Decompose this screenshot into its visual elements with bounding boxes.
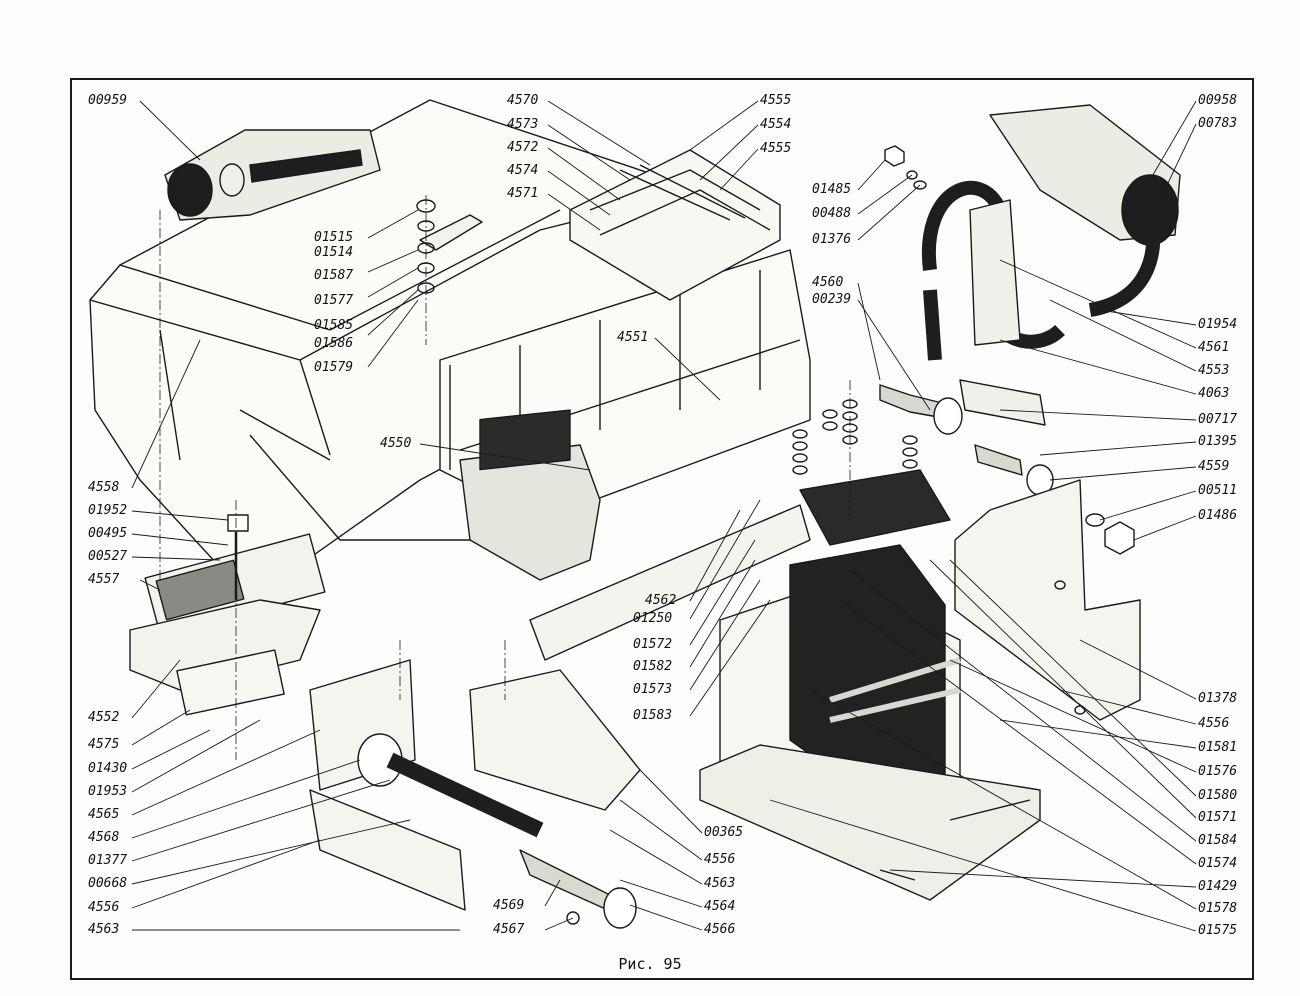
part-label-4570: 4570 — [507, 93, 539, 108]
part-label-4063: 4063 — [1198, 386, 1230, 401]
battery-cell-small — [459, 444, 601, 581]
part-label-01250: 01250 — [633, 611, 673, 626]
part-label-01486: 01486 — [1198, 508, 1238, 523]
part-label-4560: 4560 — [812, 275, 844, 290]
part-label-01583: 01583 — [633, 708, 673, 723]
part-label-4569: 4569 — [493, 898, 525, 913]
part-label-00668: 00668 — [88, 876, 128, 891]
bolt-01952 — [227, 514, 249, 532]
lower-tray — [529, 504, 811, 661]
part-label-4558: 4558 — [88, 480, 120, 495]
nut-01485 — [884, 145, 905, 167]
part-label-4552: 4552 — [88, 710, 120, 725]
terminal-bar — [799, 469, 951, 546]
part-label-00527: 00527 — [88, 549, 128, 564]
part-label-00958: 00958 — [1198, 93, 1238, 108]
part-label-4573: 4573 — [507, 117, 539, 132]
part-label-01378: 01378 — [1198, 691, 1238, 706]
bolt-01395 — [974, 444, 1023, 476]
part-label-00239: 00239 — [812, 292, 852, 307]
lever-plate-4556 — [469, 669, 641, 811]
part-label-4556-bottom: 4556 — [704, 852, 736, 867]
part-label-00365: 00365 — [704, 825, 744, 840]
part-label-01377: 01377 — [88, 853, 128, 868]
part-label-4550: 4550 — [380, 436, 412, 451]
cable-bend-upper — [921, 180, 1007, 271]
part-label-4555-b: 4555 — [760, 141, 792, 156]
lug-4063 — [959, 379, 1046, 426]
part-label-00495: 00495 — [88, 526, 128, 541]
plate-4575 — [176, 649, 285, 716]
part-label-4568: 4568 — [88, 830, 120, 845]
part-label-00717: 00717 — [1198, 412, 1238, 427]
part-label-01571: 01571 — [1198, 810, 1238, 825]
base-block-4552 — [129, 599, 321, 691]
part-label-4557: 4557 — [88, 572, 120, 587]
part-label-01574: 01574 — [1198, 856, 1238, 871]
bracket-01587 — [419, 214, 483, 251]
cable-bend-right — [1088, 208, 1161, 317]
part-label-01586: 01586 — [314, 336, 354, 351]
nut-01486 — [1104, 521, 1135, 555]
mounting-plate-4555 — [954, 479, 1141, 721]
part-label-01952: 01952 — [88, 503, 128, 518]
part-label-01575: 01575 — [1198, 923, 1238, 938]
washer-stack — [792, 399, 918, 481]
part-label-01576: 01576 — [1198, 764, 1238, 779]
part-label-01573: 01573 — [633, 682, 673, 697]
part-label-4566: 4566 — [704, 922, 736, 937]
drawing-frame — [70, 78, 1254, 980]
part-label-4574: 4574 — [507, 163, 539, 178]
part-label-4563-left: 4563 — [88, 922, 120, 937]
part-label-00783: 00783 — [1198, 116, 1238, 131]
part-label-01429: 01429 — [1198, 879, 1238, 894]
part-label-4559: 4559 — [1198, 459, 1230, 474]
part-label-4571: 4571 — [507, 186, 539, 201]
part-label-01582: 01582 — [633, 659, 673, 674]
part-label-01584: 01584 — [1198, 833, 1238, 848]
part-label-01572: 01572 — [633, 637, 673, 652]
part-label-4565: 4565 — [88, 807, 120, 822]
part-label-4562: 4562 — [645, 593, 677, 608]
battery-base — [699, 744, 1041, 901]
part-label-4556-left: 4556 — [88, 900, 120, 915]
part-label-01514: 01514 — [314, 245, 354, 260]
part-label-01577: 01577 — [314, 293, 354, 308]
part-label-4553: 4553 — [1198, 363, 1230, 378]
part-label-4572: 4572 — [507, 140, 539, 155]
hinge-plate-4563 — [309, 789, 466, 911]
part-label-4554: 4554 — [760, 117, 792, 132]
part-label-01953: 01953 — [88, 784, 128, 799]
part-label-4575: 4575 — [88, 737, 120, 752]
part-label-01376: 01376 — [812, 232, 852, 247]
part-label-4556: 4556 — [1198, 716, 1230, 731]
part-label-00511: 00511 — [1198, 483, 1238, 498]
bracket-4561 — [969, 199, 1021, 346]
part-label-01581: 01581 — [1198, 740, 1238, 755]
part-label-4567: 4567 — [493, 922, 525, 937]
part-label-4564: 4564 — [704, 899, 736, 914]
part-label-01954: 01954 — [1198, 317, 1238, 332]
part-label-4555: 4555 — [760, 93, 792, 108]
part-label-01579: 01579 — [314, 360, 354, 375]
part-label-4561: 4561 — [1198, 340, 1230, 355]
part-label-4551: 4551 — [617, 330, 649, 345]
part-label-01587: 01587 — [314, 268, 354, 283]
part-label-01580: 01580 — [1198, 788, 1238, 803]
part-label-01585: 01585 — [314, 318, 354, 333]
part-label-01430: 01430 — [88, 761, 128, 776]
figure-caption: Рис. 95 — [618, 955, 682, 973]
part-label-4563: 4563 — [704, 876, 736, 891]
part-label-01515: 01515 — [314, 230, 354, 245]
part-label-01485: 01485 — [812, 182, 852, 197]
part-label-01395: 01395 — [1198, 434, 1238, 449]
part-label-00488: 00488 — [812, 206, 852, 221]
spring-01377 — [386, 752, 544, 838]
part-label-01578: 01578 — [1198, 901, 1238, 916]
part-label-00959: 00959 — [88, 93, 128, 108]
